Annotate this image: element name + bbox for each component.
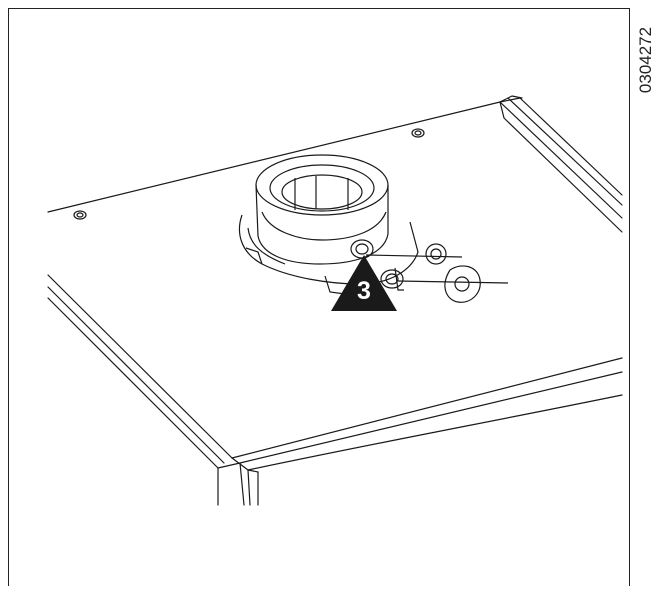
screw-hole-left xyxy=(73,210,87,220)
sealing-cap-small xyxy=(425,243,447,265)
callout-marker: 3 xyxy=(331,255,397,311)
sealing-cap-large xyxy=(444,265,481,303)
callout-number: 3 xyxy=(357,277,371,305)
document-number-text: 0304272 xyxy=(636,26,655,94)
callout-triangle xyxy=(331,255,397,311)
test-point-upper xyxy=(350,239,374,259)
panel-left-rail xyxy=(47,274,233,459)
leader-line-lower xyxy=(397,280,509,284)
panel-rear-edge xyxy=(47,97,521,213)
screw-hole-right xyxy=(411,128,425,138)
leader-line-upper xyxy=(365,254,463,258)
panel-front-edge xyxy=(231,357,623,459)
test-ports xyxy=(350,239,509,303)
flue-flange xyxy=(238,214,419,295)
drawing-frame xyxy=(8,8,630,586)
document-number: 0304272 xyxy=(634,10,658,110)
panel-right-rail xyxy=(499,101,623,219)
test-point-lower xyxy=(380,269,404,289)
flue-pipe xyxy=(255,154,389,265)
